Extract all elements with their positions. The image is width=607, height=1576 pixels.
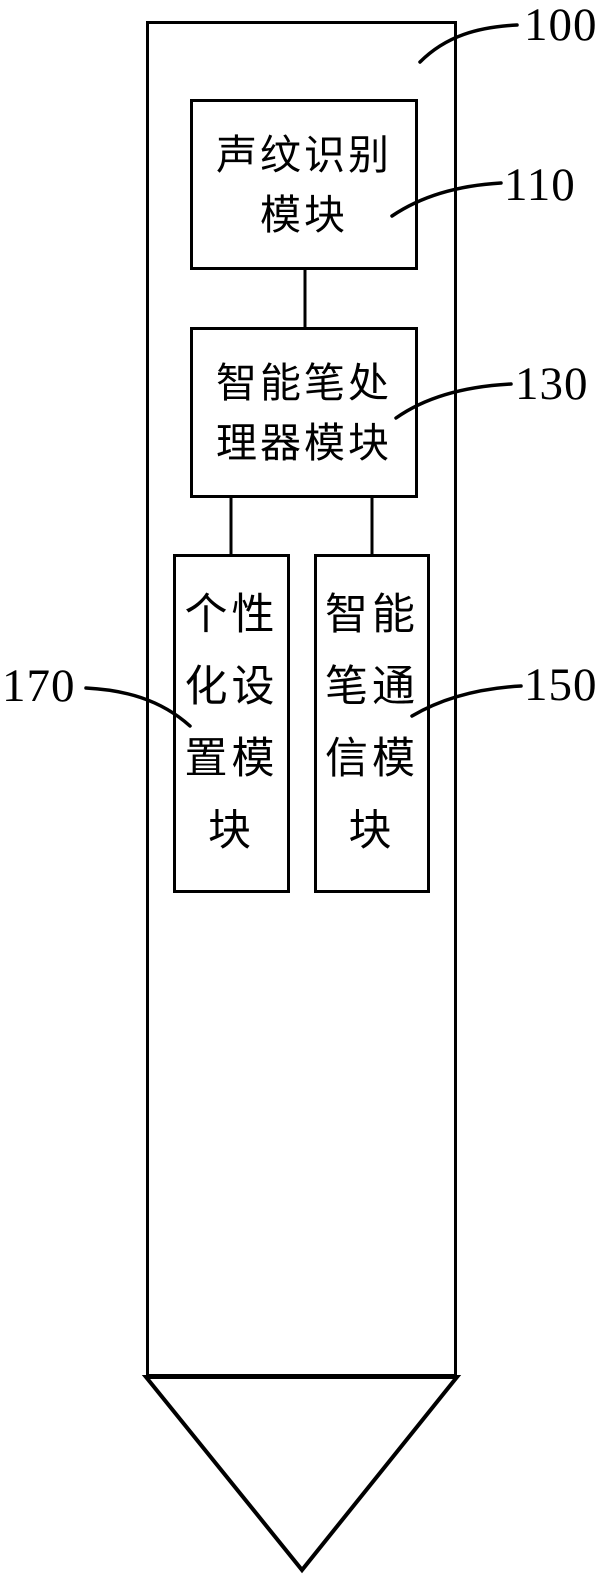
- ref-label-130: 130: [515, 358, 589, 410]
- module-box-smart-pen-communication: 智能 笔通 信模 块: [314, 554, 430, 893]
- pen-tip-triangle: [141, 1375, 462, 1574]
- module-text-line: 理器模块: [216, 419, 392, 466]
- module-text-line: 智能笔处: [216, 359, 392, 406]
- module-text-line: 化设: [184, 663, 279, 711]
- module-text-line: 智能: [325, 591, 419, 639]
- module-text-line: 笔通: [325, 663, 419, 711]
- module-text-line: 声纹识别: [216, 131, 392, 178]
- ref-label-110: 110: [504, 159, 576, 211]
- ref-label-100: 100: [524, 0, 598, 51]
- module-text-line: 置模: [184, 735, 279, 783]
- module-text-line: 块: [348, 807, 396, 855]
- ref-label-170: 170: [2, 660, 76, 712]
- module-box-personalized-settings: 个性 化设 置模 块: [173, 554, 290, 893]
- module-text-line: 个性: [184, 591, 279, 639]
- module-text-line: 信模: [325, 735, 419, 783]
- module-text-line: 块: [208, 807, 255, 855]
- module-box-smart-pen-processor: 智能笔处 理器模块: [190, 327, 418, 498]
- module-text-line: 模块: [260, 191, 348, 238]
- ref-label-150: 150: [524, 659, 598, 711]
- module-box-voiceprint-recognition: 声纹识别 模块: [190, 99, 418, 270]
